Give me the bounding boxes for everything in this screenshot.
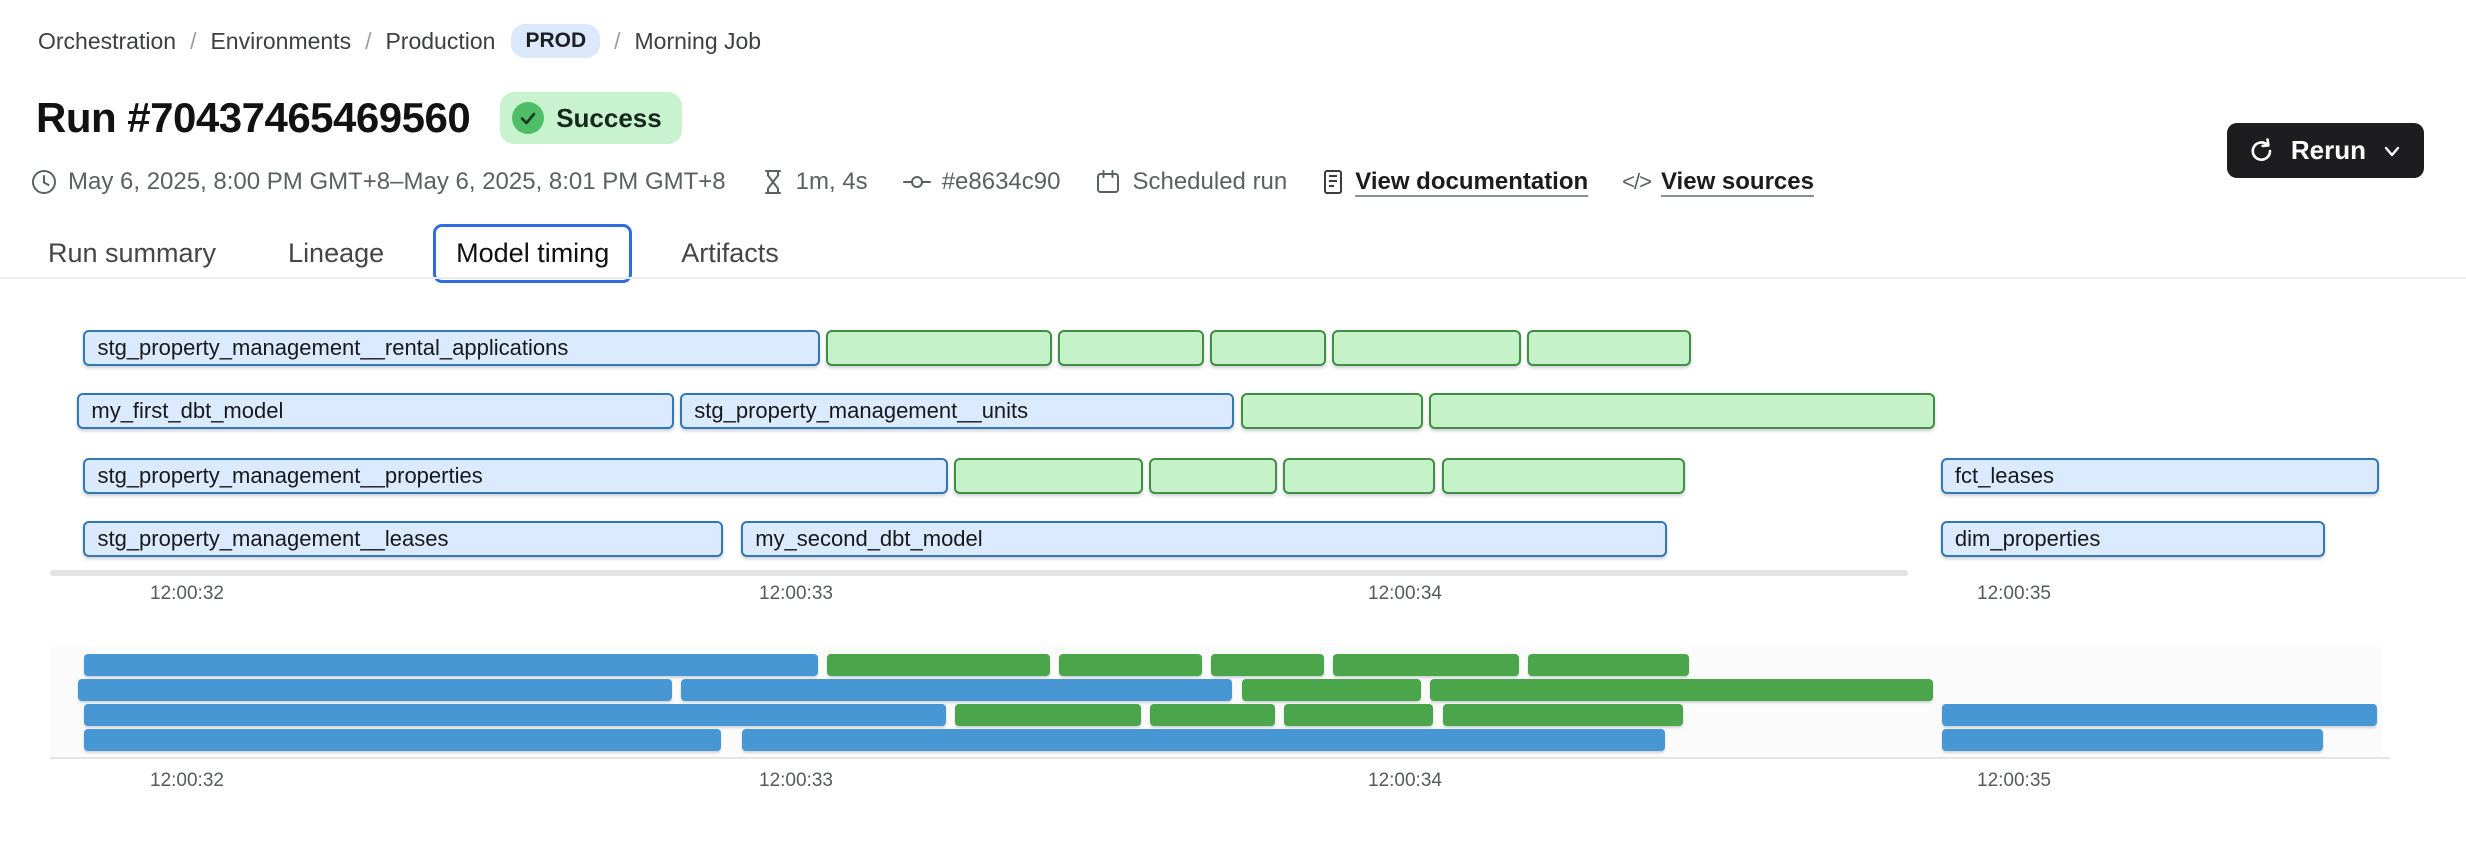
gantt-bar[interactable] bbox=[1240, 393, 1424, 429]
minimap-bar bbox=[84, 729, 721, 751]
minimap-bar bbox=[1284, 704, 1434, 726]
date-range-text: May 6, 2025, 8:00 PM GMT+8–May 6, 2025, … bbox=[68, 168, 726, 195]
gantt-bar[interactable] bbox=[1331, 330, 1521, 366]
minimap-divider bbox=[50, 757, 2390, 759]
tab-artifacts[interactable]: Artifacts bbox=[681, 238, 779, 268]
gantt-bar[interactable] bbox=[1429, 393, 1935, 429]
gantt-bar[interactable]: stg_property_management__rental_applicat… bbox=[83, 330, 821, 366]
gantt-bar[interactable] bbox=[1210, 330, 1326, 366]
check-circle-icon bbox=[512, 102, 545, 134]
gantt-bar[interactable]: my_second_dbt_model bbox=[741, 521, 1667, 557]
minimap-bar bbox=[1527, 654, 1690, 676]
time-axis-label: 12:00:33 bbox=[759, 770, 833, 791]
duration-text: 1m, 4s bbox=[795, 168, 868, 195]
minimap-bar bbox=[1941, 704, 2378, 726]
tab-run-summary[interactable]: Run summary bbox=[48, 238, 217, 268]
gantt-bar[interactable] bbox=[1526, 330, 1692, 366]
minimap-bar bbox=[84, 704, 947, 726]
minimap-bar bbox=[84, 654, 819, 676]
time-axis-label: 12:00:32 bbox=[150, 583, 224, 604]
breadcrumb-environments[interactable]: Environments bbox=[210, 27, 352, 54]
time-axis-label: 12:00:33 bbox=[759, 583, 833, 604]
rerun-button[interactable]: Rerun bbox=[2226, 123, 2424, 178]
breadcrumb: Orchestration / Environments / Productio… bbox=[38, 24, 761, 58]
gantt-bar[interactable] bbox=[1441, 458, 1686, 494]
gantt-bar[interactable] bbox=[826, 330, 1052, 366]
breadcrumb-separator: / bbox=[365, 27, 372, 54]
page-title: Run #70437465469560 bbox=[36, 94, 471, 141]
minimap-bar bbox=[742, 729, 1665, 751]
tab-lineage[interactable]: Lineage bbox=[288, 238, 385, 268]
time-axis-label: 12:00:32 bbox=[150, 770, 224, 791]
minimap-bar bbox=[1058, 654, 1203, 676]
minimap-bar bbox=[1211, 654, 1324, 676]
gantt-bar[interactable]: my_first_dbt_model bbox=[77, 393, 675, 429]
minimap-bar bbox=[1332, 654, 1519, 676]
view-documentation-link[interactable]: View documentation bbox=[1355, 168, 1589, 195]
run-date-range: May 6, 2025, 8:00 PM GMT+8–May 6, 2025, … bbox=[30, 168, 726, 196]
breadcrumb-morning-job[interactable]: Morning Job bbox=[634, 27, 762, 54]
time-axis-label: 12:00:35 bbox=[1977, 770, 2051, 791]
clock-icon bbox=[30, 168, 58, 196]
gantt-bar[interactable]: fct_leases bbox=[1940, 458, 2380, 494]
breadcrumb-separator: / bbox=[614, 27, 621, 54]
gantt-bar[interactable]: stg_property_management__properties bbox=[83, 458, 949, 494]
run-meta-row: May 6, 2025, 8:00 PM GMT+8–May 6, 2025, … bbox=[30, 168, 1814, 196]
view-sources[interactable]: </> View sources bbox=[1622, 168, 1814, 196]
breadcrumb-production[interactable]: Production bbox=[385, 27, 496, 54]
gantt-bar[interactable] bbox=[1057, 330, 1205, 366]
title-row: Run #70437465469560 Success bbox=[36, 92, 682, 144]
commit-hash-text[interactable]: #e8634c90 bbox=[941, 168, 1061, 195]
minimap-bar bbox=[1150, 704, 1276, 726]
minimap-bar bbox=[1430, 679, 1933, 701]
time-axis-label: 12:00:35 bbox=[1977, 583, 2051, 604]
minimap-bar bbox=[78, 679, 673, 701]
minimap-bar bbox=[1442, 704, 1684, 726]
breadcrumb-orchestration[interactable]: Orchestration bbox=[38, 27, 177, 54]
run-duration: 1m, 4s bbox=[760, 168, 868, 196]
gantt-bar[interactable] bbox=[1149, 458, 1278, 494]
gantt-bar[interactable]: stg_property_management__units bbox=[680, 393, 1235, 429]
gantt-scrollbar-thumb[interactable] bbox=[50, 570, 1908, 576]
status-badge: Success bbox=[500, 92, 682, 144]
tab-model-timing[interactable]: Model timing bbox=[433, 224, 633, 283]
run-commit: #e8634c90 bbox=[902, 168, 1061, 196]
gantt-bar[interactable]: dim_properties bbox=[1940, 521, 2325, 557]
chevron-down-icon[interactable] bbox=[2380, 139, 2404, 163]
minimap-bar bbox=[1241, 679, 1422, 701]
trigger-text: Scheduled run bbox=[1132, 168, 1288, 195]
tabs-divider bbox=[0, 277, 2466, 279]
run-tabs: Run summary Lineage Model timing Artifac… bbox=[25, 224, 802, 283]
gantt-bar[interactable] bbox=[954, 458, 1144, 494]
minimap-bar bbox=[1941, 729, 2323, 751]
time-axis-label: 12:00:34 bbox=[1368, 770, 1442, 791]
minimap-bar bbox=[681, 679, 1233, 701]
refresh-icon bbox=[2247, 136, 2277, 166]
document-icon bbox=[1321, 168, 1345, 196]
code-icon: </> bbox=[1622, 169, 1652, 194]
hourglass-icon bbox=[760, 168, 786, 196]
gantt-bar[interactable] bbox=[1283, 458, 1436, 494]
rerun-label: Rerun bbox=[2290, 135, 2366, 165]
view-sources-link[interactable]: View sources bbox=[1660, 168, 1814, 195]
calendar-icon bbox=[1094, 168, 1122, 196]
breadcrumb-separator: / bbox=[190, 27, 197, 54]
run-trigger: Scheduled run bbox=[1094, 168, 1287, 196]
git-commit-icon bbox=[902, 168, 932, 196]
minimap-bar bbox=[827, 654, 1050, 676]
gantt-bar[interactable]: stg_property_management__leases bbox=[83, 521, 723, 557]
status-label: Success bbox=[556, 102, 662, 133]
env-badge-prod: PROD bbox=[511, 24, 601, 58]
minimap-bar bbox=[955, 704, 1142, 726]
time-axis-label: 12:00:34 bbox=[1368, 583, 1442, 604]
view-documentation[interactable]: View documentation bbox=[1321, 168, 1588, 196]
